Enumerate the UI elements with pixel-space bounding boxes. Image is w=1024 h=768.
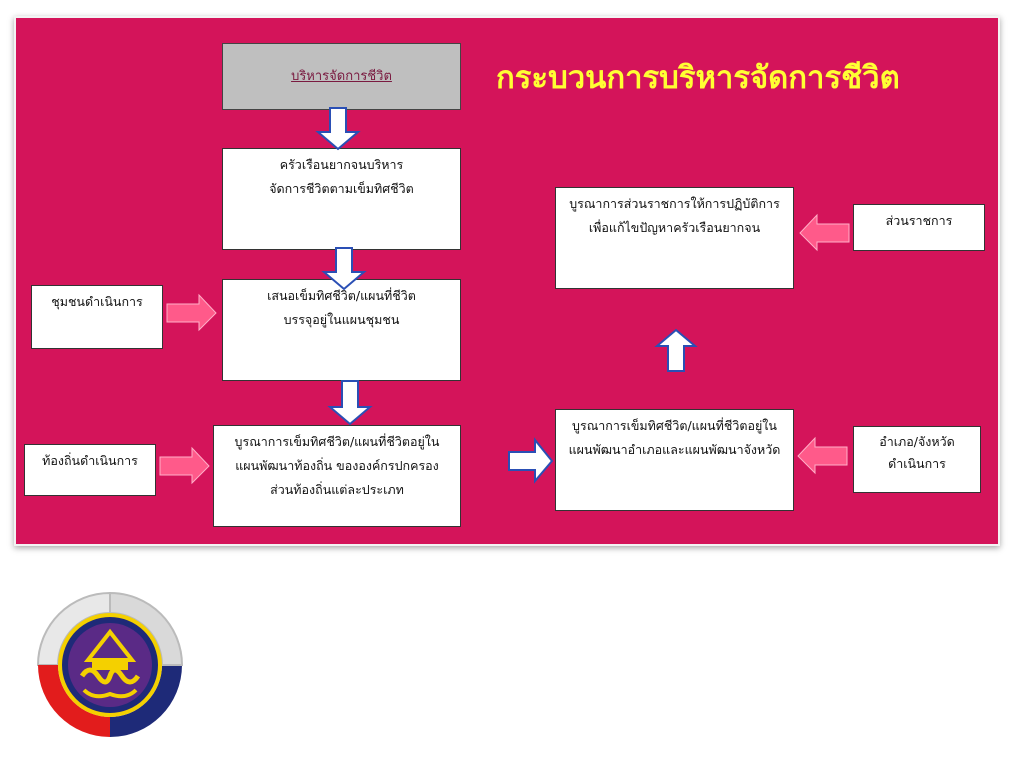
step-community-plan-line1: เสนอเข็มทิศชีวิต/แผนที่ชีวิต xyxy=(267,288,416,303)
arrow-pink-local xyxy=(159,446,210,485)
arrow-down-1 xyxy=(315,107,361,151)
district-actor-line2: ดำเนินการ xyxy=(888,456,946,471)
arrow-pink-gov xyxy=(799,213,850,252)
step-district-plan-box: บูรณาการเข็มทิศชีวิต/แผนที่ชีวิตอยู่ใน แ… xyxy=(555,409,794,511)
step-gov-integration-box: บูรณาการส่วนราชการให้การปฏิบัติการ เพื่อ… xyxy=(555,187,794,289)
step-local-plan-line2: แผนพัฒนาท้องถิ่น ขององค์กรปกครอง xyxy=(235,458,439,473)
step-local-plan-line1: บูรณาการเข็มทิศชีวิต/แผนที่ชีวิตอยู่ใน xyxy=(234,434,440,449)
step-district-plan-line1: บูรณาการเข็มทิศชีวิต/แผนที่ชีวิตอยู่ใน xyxy=(572,418,777,433)
district-actor-line1: อำเภอ/จังหวัด xyxy=(879,434,955,449)
community-actor-label: ชุมชนดำเนินการ xyxy=(51,294,143,309)
start-box-label: บริหารจัดการชีวิต xyxy=(291,68,392,84)
gov-actor-label: ส่วนราชการ xyxy=(885,213,953,228)
step-gov-integration-line2: เพื่อแก้ไขปัญหาครัวเรือนยากจน xyxy=(588,220,761,235)
arrow-up-district-to-gov xyxy=(654,328,698,372)
step-household-line1: ครัวเรือนยากจนบริหาร xyxy=(279,157,404,172)
arrow-right-local-to-district xyxy=(508,437,554,484)
arrow-pink-district xyxy=(797,436,848,475)
start-box: บริหารจัดการชีวิต xyxy=(222,43,461,110)
arrow-down-3 xyxy=(327,380,373,426)
step-local-plan-line3: ส่วนท้องถิ่นแต่ละประเภท xyxy=(270,482,404,497)
local-actor-label: ท้องถิ่นดำเนินการ xyxy=(42,453,138,468)
step-community-plan-line2: บรรจุอยู่ในแผนชุมชน xyxy=(283,312,400,327)
organization-logo xyxy=(36,591,184,737)
local-actor-box: ท้องถิ่นดำเนินการ xyxy=(24,444,156,496)
gov-actor-box: ส่วนราชการ xyxy=(853,204,985,251)
arrow-pink-community xyxy=(166,293,217,332)
community-actor-box: ชุมชนดำเนินการ xyxy=(31,285,163,349)
step-community-plan-box: เสนอเข็มทิศชีวิต/แผนที่ชีวิต บรรจุอยู่ใน… xyxy=(222,279,461,381)
page-title: กระบวนการบริหารจัดการชีวิต xyxy=(496,60,900,96)
district-actor-box: อำเภอ/จังหวัด ดำเนินการ xyxy=(853,426,981,493)
arrow-down-2 xyxy=(321,247,367,291)
step-household-box: ครัวเรือนยากจนบริหาร จัดการชีวิตตามเข็มท… xyxy=(222,148,461,250)
step-local-plan-box: บูรณาการเข็มทิศชีวิต/แผนที่ชีวิตอยู่ใน แ… xyxy=(213,425,461,527)
step-district-plan-line2: แผนพัฒนาอำเภอและแผนพัฒนาจังหวัด xyxy=(568,442,781,457)
step-gov-integration-line1: บูรณาการส่วนราชการให้การปฏิบัติการ xyxy=(569,196,780,211)
step-household-line2: จัดการชีวิตตามเข็มทิศชีวิต xyxy=(269,181,414,196)
